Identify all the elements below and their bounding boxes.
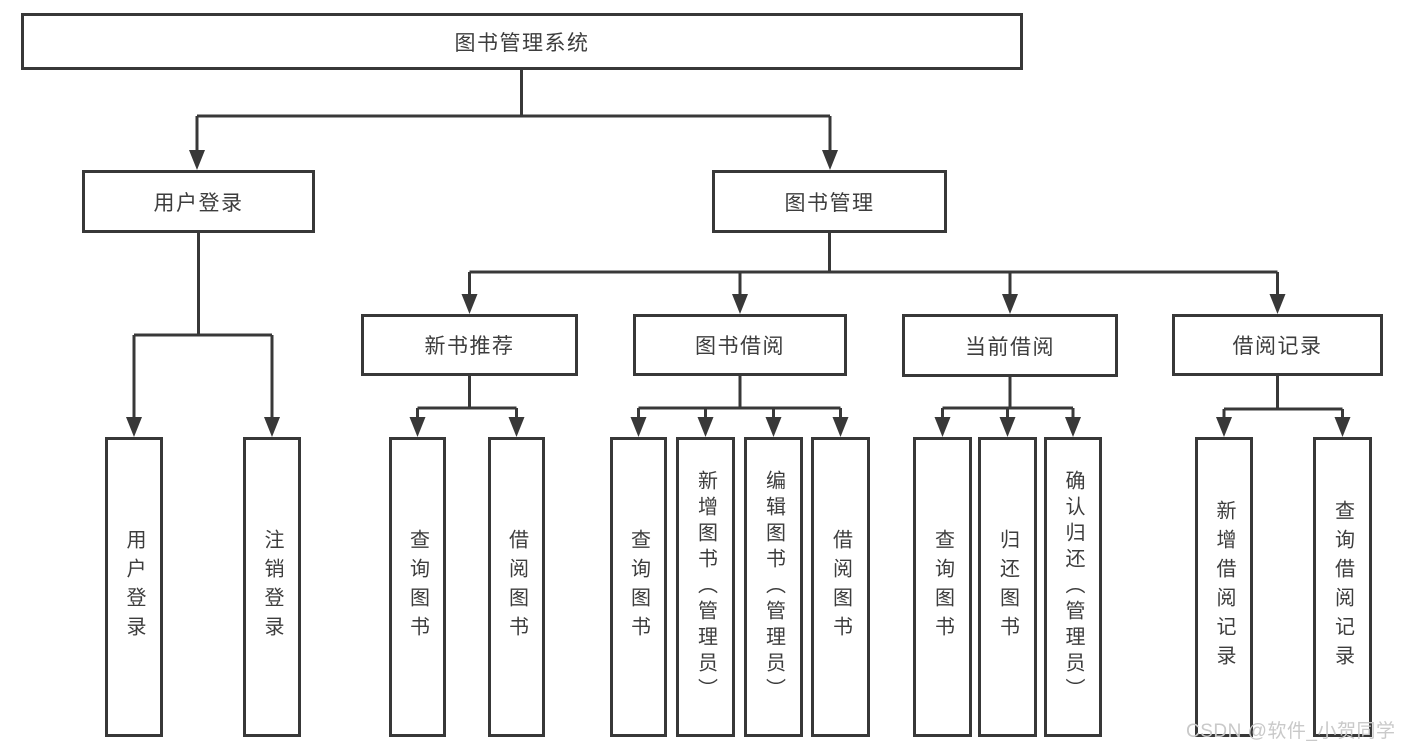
leaf-current-query-books: 查询图书 (913, 437, 972, 737)
arrow-icon (1334, 417, 1351, 437)
arrowheads (126, 150, 1351, 437)
arrow-icon (1065, 417, 1081, 437)
node-user-login-label: 用户登录 (153, 191, 244, 215)
leaf-borrowing-query-books-label: 查询图书 (627, 529, 650, 645)
arrow-icon (126, 417, 142, 437)
arrow-icon (832, 417, 849, 437)
leaf-borrowing-borrow-books-label: 借阅图书 (829, 529, 852, 645)
leaf-logout-label: 注销登录 (261, 529, 283, 645)
leaf-recommend-query-books-label: 查询图书 (406, 529, 429, 645)
arrow-icon (508, 417, 525, 437)
node-book-borrowing-label: 图书借阅 (695, 335, 785, 358)
arrow-icon (765, 417, 782, 437)
arrow-icon (264, 417, 280, 437)
leaf-add-books-admin-label: 新增图书（管理员） (694, 470, 717, 704)
leaf-query-borrow-record: 查询借阅记录 (1313, 437, 1372, 737)
arrow-icon (461, 294, 478, 314)
arrow-icon (189, 150, 205, 170)
leaf-recommend-borrow-books: 借阅图书 (488, 437, 545, 737)
leaf-return-books-label: 归还图书 (996, 529, 1019, 645)
leaf-add-books-admin: 新增图书（管理员） (676, 437, 735, 737)
node-current-borrowing-label: 当前借阅 (965, 335, 1055, 359)
leaf-borrowing-query-books: 查询图书 (610, 437, 667, 737)
csdn-watermark: CSDN @软件_小贺同学 (1186, 721, 1396, 742)
node-new-book-recommend: 新书推荐 (361, 314, 578, 376)
node-root: 图书管理系统 (21, 13, 1023, 70)
node-book-borrowing: 图书借阅 (633, 314, 847, 376)
arrow-icon (1269, 294, 1286, 314)
leaf-user-login: 用户登录 (105, 437, 163, 737)
leaf-add-borrow-record: 新增借阅记录 (1195, 437, 1253, 737)
node-book-management-label: 图书管理 (784, 191, 875, 215)
leaf-user-login-label: 用户登录 (123, 529, 145, 645)
arrow-icon (1002, 294, 1018, 314)
arrow-icon (822, 150, 838, 170)
leaf-query-borrow-record-label: 查询借阅记录 (1331, 500, 1354, 674)
arrow-icon (409, 417, 426, 437)
node-user-login: 用户登录 (82, 170, 315, 233)
node-new-book-recommend-label: 新书推荐 (424, 335, 515, 358)
leaf-logout: 注销登录 (243, 437, 301, 737)
arrow-icon (630, 417, 647, 437)
node-borrowing-records-label: 借阅记录 (1232, 335, 1323, 358)
leaf-borrowing-borrow-books: 借阅图书 (811, 437, 870, 737)
node-root-label: 图书管理系统 (454, 31, 590, 55)
leaf-recommend-query-books: 查询图书 (389, 437, 446, 737)
leaf-current-query-books-label: 查询图书 (931, 529, 954, 645)
arrow-icon (1216, 417, 1232, 437)
connector-path (132, 70, 1344, 419)
leaf-return-books: 归还图书 (978, 437, 1037, 737)
leaf-add-borrow-record-label: 新增借阅记录 (1213, 500, 1235, 674)
leaf-edit-books-admin: 编辑图书（管理员） (744, 437, 803, 737)
leaf-confirm-return-admin-label: 确认归还（管理员） (1062, 470, 1084, 704)
arrow-icon (934, 417, 951, 437)
leaf-confirm-return-admin: 确认归还（管理员） (1044, 437, 1102, 737)
node-borrowing-records: 借阅记录 (1172, 314, 1383, 376)
arrow-icon (732, 294, 748, 314)
leaf-recommend-borrow-books-label: 借阅图书 (505, 529, 528, 645)
arrow-icon (697, 417, 714, 437)
node-current-borrowing: 当前借阅 (902, 314, 1118, 377)
node-book-management: 图书管理 (712, 170, 947, 233)
leaf-edit-books-admin-label: 编辑图书（管理员） (762, 470, 785, 704)
arrow-icon (999, 417, 1016, 437)
